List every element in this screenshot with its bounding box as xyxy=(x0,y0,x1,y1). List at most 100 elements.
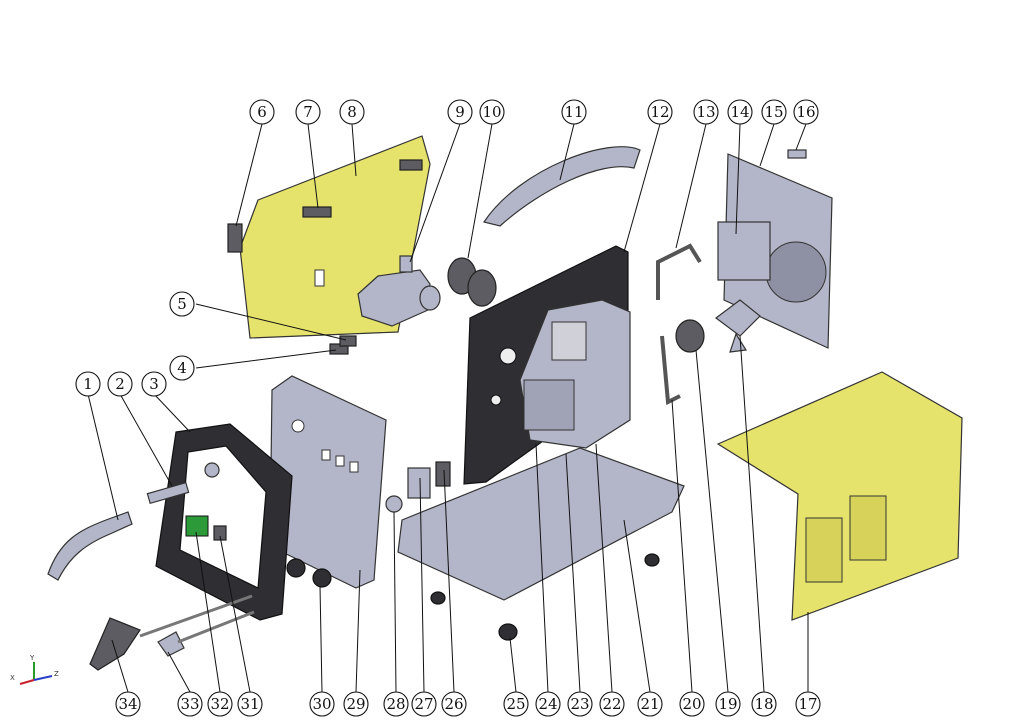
callout-29: 29 xyxy=(343,691,369,717)
callout-32: 32 xyxy=(207,691,233,717)
callout-21: 21 xyxy=(637,691,663,717)
gas-connector xyxy=(146,481,190,505)
callout-circle xyxy=(761,99,787,125)
foot-front-b xyxy=(312,568,332,588)
callout-circle xyxy=(237,691,263,717)
callout-number: 25 xyxy=(506,695,525,713)
callout-circle xyxy=(207,691,233,717)
callout-circle xyxy=(107,371,133,397)
transformer-coil xyxy=(551,321,587,361)
callout-circle xyxy=(309,691,335,717)
callout-31: 31 xyxy=(237,691,263,717)
axis-z-label: Z xyxy=(54,670,59,678)
callout-circle xyxy=(447,99,473,125)
callout-number: 33 xyxy=(180,695,199,713)
callout-number: 6 xyxy=(257,103,267,121)
rectifier-fins xyxy=(523,379,575,431)
callout-number: 1 xyxy=(83,375,93,393)
foot-rear xyxy=(498,623,518,641)
callout-15: 15 xyxy=(761,99,787,125)
callout-circle xyxy=(647,99,673,125)
callout-circle xyxy=(141,371,167,397)
panel-hole xyxy=(291,419,305,433)
callout-10: 10 xyxy=(479,99,505,125)
callout-14: 14 xyxy=(727,99,753,125)
callout-number: 14 xyxy=(730,103,749,121)
panel-slot-c xyxy=(349,461,359,473)
callout-number: 12 xyxy=(650,103,669,121)
callout-circle xyxy=(169,291,195,317)
rear-screw xyxy=(787,149,807,159)
panel-slot-b xyxy=(335,455,345,467)
callout-circle xyxy=(339,99,365,125)
callout-number: 2 xyxy=(115,375,125,393)
axis-z-line xyxy=(33,675,53,681)
callout-number: 32 xyxy=(210,695,229,713)
callout-number: 17 xyxy=(798,695,817,713)
callout-6: 6 xyxy=(249,99,275,125)
foot-rear-b xyxy=(430,591,446,605)
panel-slot xyxy=(314,269,325,287)
callout-5: 5 xyxy=(169,291,195,317)
callout-13: 13 xyxy=(693,99,719,125)
callout-circle xyxy=(795,691,821,717)
callout-number: 9 xyxy=(455,103,465,121)
panel-slot-a xyxy=(321,449,331,461)
coordinate-axes: X Y Z xyxy=(10,654,59,685)
callout-22: 22 xyxy=(599,691,625,717)
front-frame xyxy=(155,423,293,621)
vent-slots xyxy=(805,495,887,583)
top-cover xyxy=(716,371,963,621)
callout-19: 19 xyxy=(715,691,741,717)
callout-number: 3 xyxy=(149,375,159,393)
callout-circle xyxy=(411,691,437,717)
terminal-post-upper xyxy=(339,335,357,347)
callout-number: 28 xyxy=(386,695,405,713)
callout-16: 16 xyxy=(793,99,819,125)
small-knob xyxy=(385,495,403,513)
base-plate xyxy=(397,447,685,601)
callout-circle xyxy=(75,371,101,397)
callout-circle xyxy=(343,691,369,717)
fan-grille xyxy=(765,241,827,303)
feeder-knob xyxy=(399,255,413,273)
carry-handle xyxy=(483,146,641,227)
callout-circle xyxy=(751,691,777,717)
callout-25: 25 xyxy=(503,691,529,717)
terminal-post-lower xyxy=(329,343,349,355)
callout-circle xyxy=(637,691,663,717)
callout-8: 8 xyxy=(339,99,365,125)
callout-number: 31 xyxy=(240,695,259,713)
callout-circle xyxy=(115,691,141,717)
pcb-part xyxy=(435,461,451,487)
callout-33: 33 xyxy=(177,691,203,717)
fan-motor xyxy=(675,319,705,353)
callout-18: 18 xyxy=(751,691,777,717)
callout-circle xyxy=(561,99,587,125)
mains-plug xyxy=(157,631,185,657)
foot-front-a xyxy=(286,558,306,578)
callout-17: 17 xyxy=(795,691,821,717)
callout-number: 7 xyxy=(303,103,313,121)
axis-x-label: X xyxy=(10,674,15,682)
callout-number: 11 xyxy=(564,103,583,121)
callout-number: 5 xyxy=(177,295,187,313)
callout-circle xyxy=(679,691,705,717)
callout-24: 24 xyxy=(535,691,561,717)
callout-3: 3 xyxy=(141,371,167,397)
callout-circle xyxy=(567,691,593,717)
callout-circle xyxy=(441,691,467,717)
callout-26: 26 xyxy=(441,691,467,717)
rear-bracket-plate xyxy=(717,221,771,281)
leader-lines xyxy=(87,123,809,693)
mounting-bracket xyxy=(407,467,431,499)
callout-number: 18 xyxy=(754,695,773,713)
axis-y-label: Y xyxy=(29,654,35,662)
callout-20: 20 xyxy=(679,691,705,717)
callout-34: 34 xyxy=(115,691,141,717)
callout-circle xyxy=(169,355,195,381)
feeder-shaft xyxy=(419,285,441,311)
callout-number: 21 xyxy=(640,695,659,713)
